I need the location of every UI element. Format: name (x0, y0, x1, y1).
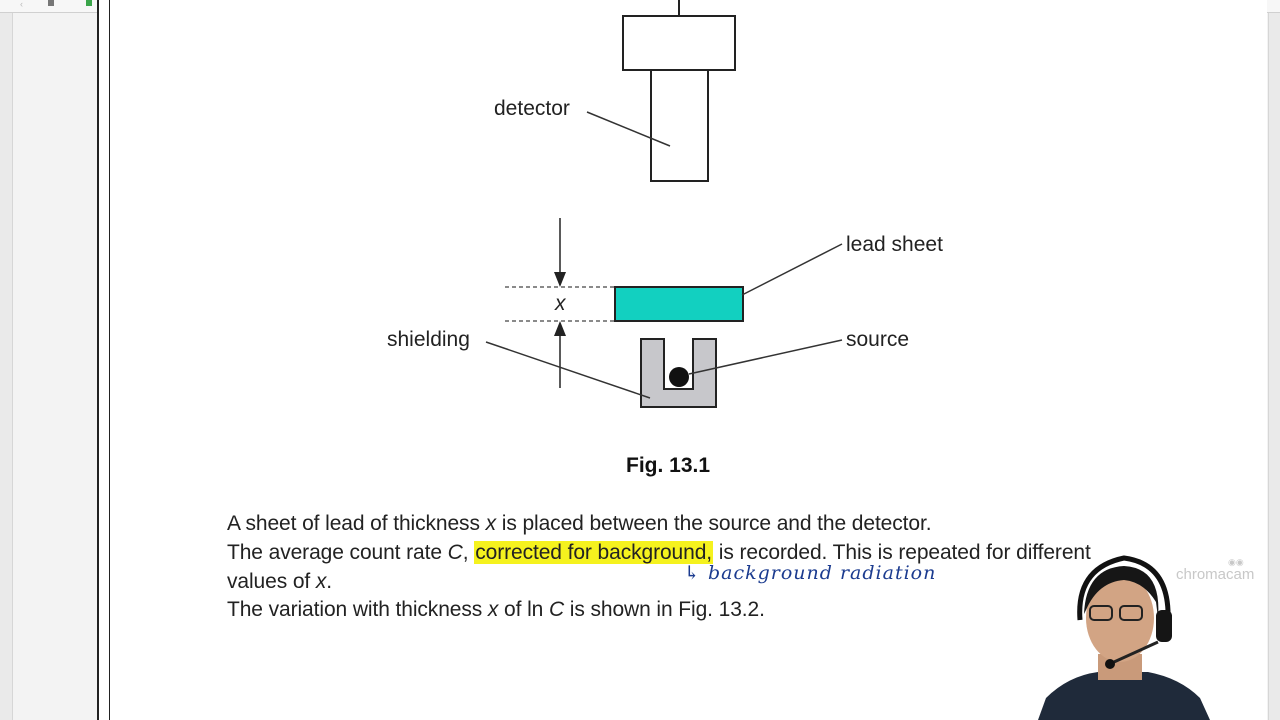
annotation-text: background radiation (707, 562, 937, 584)
headset-band (1077, 555, 1171, 621)
headset-mic-boom (1113, 640, 1159, 664)
select-icon[interactable] (48, 0, 54, 6)
lead-sheet-leader (741, 243, 843, 296)
webcam-overlay (1038, 555, 1210, 720)
radioactive-source (669, 367, 689, 387)
text-line-3-b: . (326, 570, 333, 593)
label-source: source (846, 328, 910, 351)
detector-leader (586, 111, 671, 147)
text-line-3: values of x. (227, 570, 332, 594)
page-margin-line (109, 0, 110, 720)
glasses-right (1119, 605, 1143, 621)
label-lead-sheet: lead sheet (846, 233, 943, 256)
headset-earcup (1156, 610, 1172, 642)
text-line-4-a: The variation with thickness (227, 598, 488, 621)
annotation-arrow-icon: ↳ (684, 562, 701, 584)
thickness-arrow-top-head (554, 272, 566, 287)
source-leader (688, 339, 843, 375)
label-thickness-x: x (555, 292, 566, 315)
right-gutter (1268, 13, 1280, 720)
page-border (97, 0, 99, 720)
handwritten-annotation: ↳ background radiation (684, 562, 936, 584)
text-line-1-b: is placed between the source and the det… (496, 512, 932, 535)
label-shielding: shielding (387, 328, 470, 351)
text-line-4-b: of ln (498, 598, 549, 621)
shielding (640, 338, 717, 408)
var-x: x (485, 512, 497, 535)
text-line-1: A sheet of lead of thickness x is placed… (227, 512, 932, 536)
presenter-hair (1084, 566, 1159, 618)
back-icon[interactable]: ‹ (20, 0, 23, 9)
var-x: x (315, 570, 327, 593)
figure-caption: Fig. 13.1 (626, 454, 711, 477)
detector-tube (650, 69, 709, 182)
var-c: C (447, 541, 463, 564)
text-line-2-d: is recorded. This is repeated for differ… (713, 541, 1091, 564)
headset-mic (1105, 659, 1115, 669)
webcam-brand-label: chromacam (1176, 566, 1255, 583)
webcam-brand-icon: ◉◉ (1228, 557, 1244, 567)
lead-sheet (614, 286, 744, 322)
text-line-3-a: values of (227, 570, 316, 593)
left-gutter (0, 13, 13, 720)
highlighted-phrase: corrected for background, (474, 541, 714, 564)
var-x: x (487, 598, 499, 621)
text-line-4-d: is shown in Fig. 13.2. (564, 598, 765, 621)
add-icon[interactable] (86, 0, 92, 6)
thickness-arrow-bottom-head (554, 321, 566, 336)
text-line-2: The average count rate C, corrected for … (227, 541, 1091, 565)
text-line-2-a: The average count rate (227, 541, 448, 564)
text-line-2-b: , (462, 541, 475, 564)
shielding-leader (485, 341, 651, 399)
text-line-1-a: A sheet of lead of thickness (227, 512, 486, 535)
presenter-shoulders (1038, 672, 1210, 720)
glasses-left (1089, 605, 1113, 621)
label-detector: detector (494, 97, 570, 120)
var-c: C (548, 598, 565, 621)
text-line-4: The variation with thickness x of ln C i… (227, 598, 765, 622)
detector-head (622, 15, 736, 71)
